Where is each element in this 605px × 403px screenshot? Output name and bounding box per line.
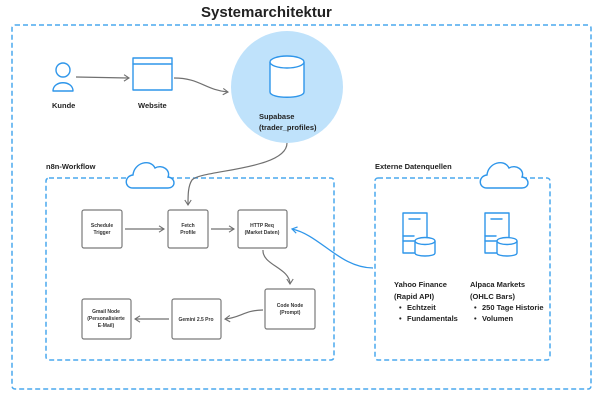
source-yahoo-finance[interactable]: Yahoo Finance (Rapid API) • Echtzeit • F…	[394, 212, 458, 323]
node-label: Fetch	[181, 223, 194, 229]
kunde-actor[interactable]: Kunde	[52, 62, 75, 110]
node-label: (Market Daten)	[245, 230, 280, 236]
bullet: •	[399, 314, 402, 323]
source-bullet: Fundamentals	[407, 314, 458, 323]
node-label: Profile	[180, 230, 196, 236]
node-gemini[interactable]: Gemini 2.5 Pro	[171, 298, 222, 340]
source-name: Alpaca Markets	[470, 280, 525, 289]
diagram-title: Systemarchitektur	[201, 4, 332, 21]
system-boundary	[11, 24, 592, 390]
node-label: Gemini 2.5 Pro	[178, 317, 213, 323]
browser-window-icon	[132, 57, 173, 91]
website-actor[interactable]: Website	[132, 57, 173, 110]
cloud-icon	[479, 161, 529, 189]
edge-kunde-website	[75, 74, 131, 82]
bullet: •	[474, 314, 477, 323]
edge-http-code	[262, 249, 294, 286]
edge-external-http	[290, 226, 374, 269]
server-database-icon	[484, 212, 518, 257]
node-label: Gmail Node	[92, 309, 120, 315]
n8n-workflow-boundary	[45, 177, 335, 361]
node-label: E-Mail)	[98, 323, 115, 329]
source-alpaca-markets[interactable]: Alpaca Markets (OHLC Bars) • 250 Tage Hi…	[470, 212, 544, 323]
database-icon	[269, 55, 305, 98]
node-schedule-trigger[interactable]: Schedule Trigger	[81, 209, 123, 249]
edge-supabase-fetch	[184, 142, 288, 207]
bullet: •	[399, 303, 402, 312]
source-sub: (Rapid API)	[394, 292, 435, 301]
source-bullet: Volumen	[482, 314, 514, 323]
bullet: •	[474, 303, 477, 312]
n8n-section-label: n8n-Workflow	[46, 162, 96, 171]
kunde-label: Kunde	[52, 101, 75, 110]
external-section-label: Externe Datenquellen	[375, 162, 452, 171]
node-label: Code Node	[277, 303, 304, 309]
node-label: (Prompt)	[280, 310, 301, 316]
node-http-request[interactable]: HTTP Req (Market Daten)	[237, 209, 288, 249]
supabase-sublabel: (trader_profiles)	[259, 123, 317, 132]
source-sub: (OHLC Bars)	[470, 292, 516, 301]
edge-website-supabase	[173, 77, 230, 96]
source-bullet: Echtzeit	[407, 303, 436, 312]
node-label: (Personalisierte	[87, 316, 125, 322]
supabase-label: Supabase	[259, 112, 294, 121]
supabase-database[interactable]: Supabase (trader_profiles)	[231, 31, 343, 143]
node-label: Schedule	[91, 223, 113, 229]
user-icon	[52, 62, 74, 92]
node-gmail[interactable]: Gmail Node (Personalisierte E-Mail)	[81, 298, 132, 340]
node-label: Trigger	[94, 230, 111, 236]
cloud-icon	[125, 161, 175, 189]
edge-code-gemini	[223, 309, 264, 323]
website-label: Website	[138, 101, 167, 110]
node-fetch-profile[interactable]: Fetch Profile	[167, 209, 209, 249]
source-name: Yahoo Finance	[394, 280, 447, 289]
server-database-icon	[402, 212, 436, 257]
source-bullet: 250 Tage Historie	[482, 303, 544, 312]
node-label: HTTP Req	[250, 223, 274, 229]
external-sources-boundary	[374, 177, 551, 361]
node-code[interactable]: Code Node (Prompt)	[264, 288, 316, 330]
